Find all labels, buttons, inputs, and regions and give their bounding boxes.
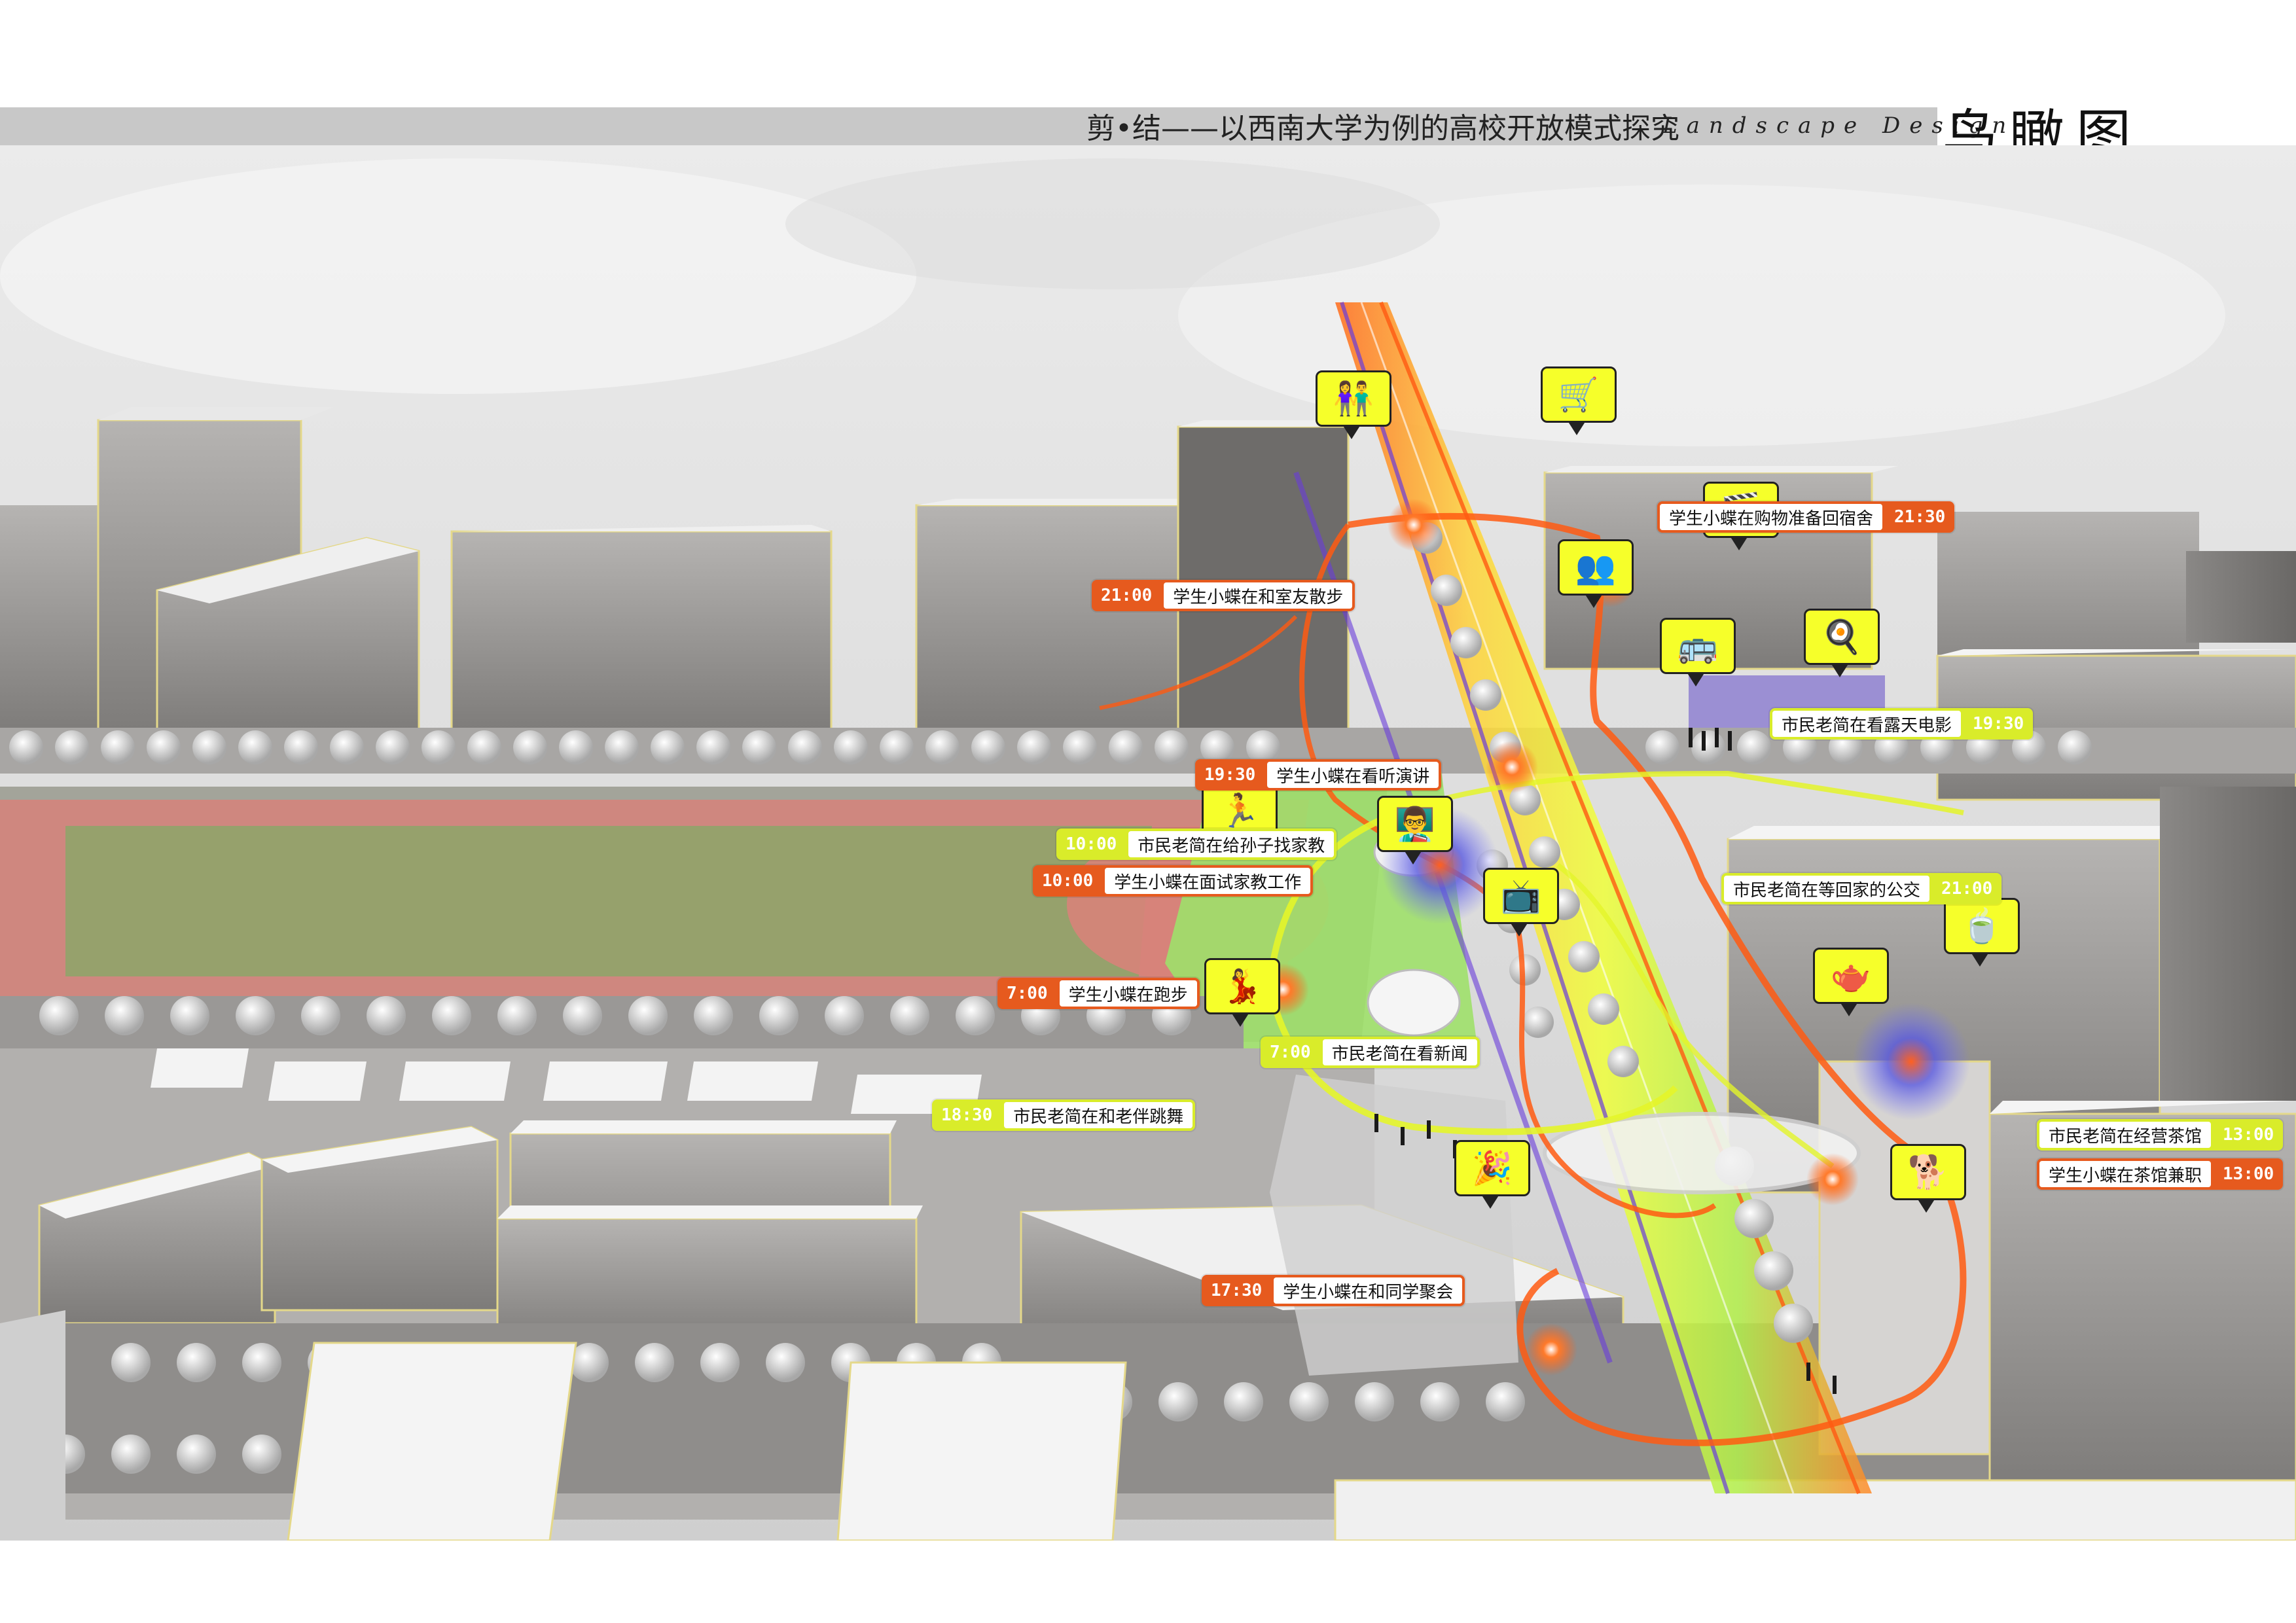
callout-watch-news: 7:00 市民老简在看新闻 bbox=[1261, 1037, 1480, 1068]
aerial-view-rendering bbox=[0, 145, 2296, 1541]
callout-open-air-movie: 19:30 市民老简在看露天电影 bbox=[1770, 708, 2034, 740]
tea-house-icon: 🍵 bbox=[1944, 898, 2020, 967]
callout-lecture: 19:30 学生小蝶在看听演讲 bbox=[1195, 759, 1442, 791]
callout-time: 19:30 bbox=[1973, 714, 2024, 734]
lecture-audience-icon: 👥 bbox=[1558, 539, 1634, 608]
callout-time: 21:00 bbox=[1101, 586, 1153, 605]
shopping-cart-icon: 🛒 bbox=[1541, 366, 1617, 435]
callout-time: 18:30 bbox=[941, 1105, 993, 1125]
party-gathering-icon: 🎉 bbox=[1454, 1140, 1530, 1209]
callout-text: 学生小蝶在跑步 bbox=[1059, 980, 1197, 1007]
cooking-chef-icon: 🍳 bbox=[1804, 609, 1880, 677]
callout-text: 市民老简在和老伴跳舞 bbox=[1004, 1102, 1193, 1128]
callout-time: 7:00 bbox=[1007, 984, 1048, 1003]
callout-find-tutor: 10:00 市民老简在给孙子找家教 bbox=[1056, 829, 1337, 860]
callout-dancing: 18:30 市民老简在和老伴跳舞 bbox=[932, 1099, 1196, 1131]
header-band bbox=[0, 107, 1937, 145]
callout-time: 19:30 bbox=[1204, 765, 1256, 785]
tutoring-icon: 👨‍🏫 bbox=[1377, 796, 1453, 865]
tea-service-icon: 🫖 bbox=[1813, 948, 1889, 1016]
callout-text: 学生小蝶在面试家教工作 bbox=[1105, 868, 1311, 894]
dog-walker-icon: 🐕 bbox=[1890, 1144, 1966, 1213]
page-subtitle: Landscape Design bbox=[1662, 113, 2016, 139]
callout-text: 市民老简在等回家的公交 bbox=[1724, 876, 1930, 902]
callout-text: 学生小蝶在和室友散步 bbox=[1164, 582, 1353, 609]
callout-time: 10:00 bbox=[1042, 871, 1094, 891]
callout-time: 13:00 bbox=[2223, 1164, 2274, 1184]
callout-roommate-walk: 21:00 学生小蝶在和室友散步 bbox=[1092, 580, 1355, 611]
callout-tea-house-job: 13:00 学生小蝶在茶馆兼职 bbox=[2037, 1158, 2284, 1190]
callout-text: 学生小蝶在茶馆兼职 bbox=[2039, 1161, 2212, 1187]
callout-time: 17:30 bbox=[1211, 1281, 1263, 1300]
callout-bus-wait: 21:00 市民老简在等回家的公交 bbox=[1721, 873, 2002, 904]
callout-tutor-interview: 10:00 学生小蝶在面试家教工作 bbox=[1033, 865, 1314, 897]
callout-text: 学生小蝶在购物准备回宿舍 bbox=[1660, 504, 1883, 530]
callout-text: 学生小蝶在和同学聚会 bbox=[1274, 1277, 1463, 1304]
buildings-far-left bbox=[0, 407, 1361, 736]
tree-row-upper bbox=[0, 728, 2296, 774]
callout-running: 7:00 学生小蝶在跑步 bbox=[997, 978, 1200, 1009]
news-screen-icon: 📺 bbox=[1483, 868, 1559, 936]
walking-friends-icon: 👫 bbox=[1316, 370, 1391, 439]
callout-text: 市民老简在给孙子找家教 bbox=[1128, 831, 1335, 857]
page-title: 剪•结——以西南大学为例的高校开放模式探究 bbox=[1086, 112, 1679, 145]
callout-time: 21:00 bbox=[1941, 879, 1993, 899]
callout-shopping: 21:30 学生小蝶在购物准备回宿舍 bbox=[1657, 501, 1955, 533]
callout-tea-house-owner: 13:00 市民老简在经营茶馆 bbox=[2037, 1119, 2284, 1150]
callout-text: 市民老简在看新闻 bbox=[1322, 1039, 1477, 1065]
callout-text: 市民老简在看露天电影 bbox=[1772, 711, 1962, 737]
callout-classmate-gathering: 17:30 学生小蝶在和同学聚会 bbox=[1202, 1275, 1465, 1306]
callout-time: 10:00 bbox=[1066, 834, 1117, 854]
callout-text: 市民老简在经营茶馆 bbox=[2039, 1122, 2212, 1148]
callout-time: 7:00 bbox=[1270, 1043, 1311, 1062]
buildings-foreground bbox=[0, 1310, 2296, 1541]
callout-time: 13:00 bbox=[2223, 1125, 2274, 1145]
dancing-couple-icon: 💃 bbox=[1204, 958, 1280, 1027]
callout-time: 21:30 bbox=[1894, 507, 1946, 527]
pedestrian-bridge bbox=[1543, 1112, 1861, 1194]
callout-text: 学生小蝶在看听演讲 bbox=[1267, 762, 1439, 788]
tree-row-middle bbox=[0, 996, 1244, 1048]
bus-stop-icon: 🚌 bbox=[1660, 618, 1736, 687]
